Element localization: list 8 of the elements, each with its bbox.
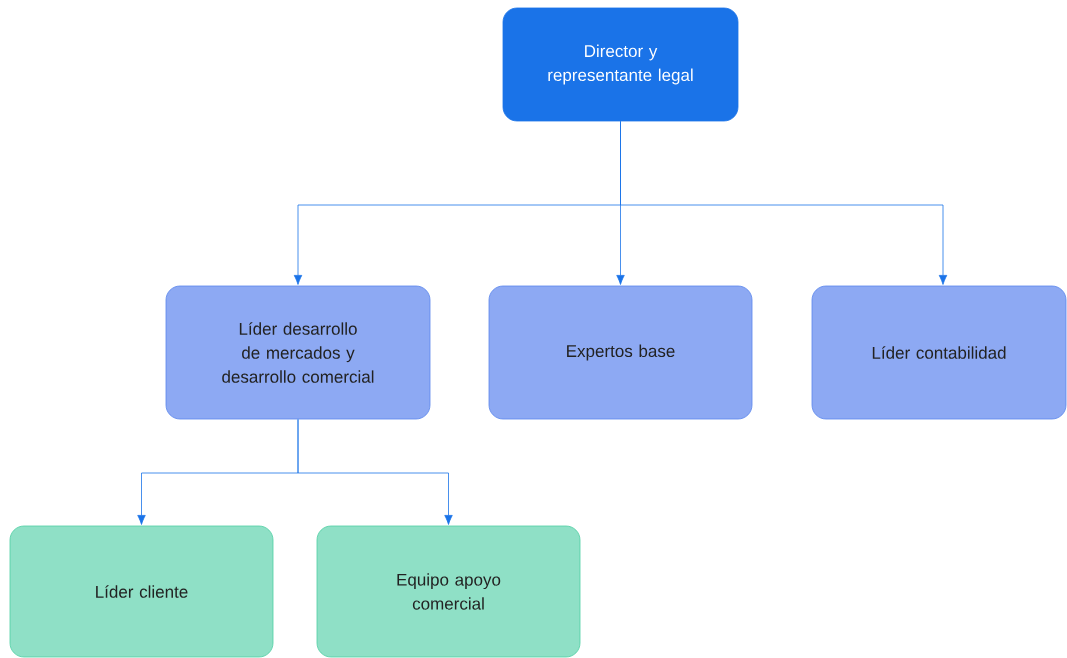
team-box: Líder cliente bbox=[9, 525, 274, 658]
role-box: Líder contabilidad bbox=[811, 285, 1067, 420]
director-box: Director y representante legal bbox=[502, 7, 739, 122]
role-box: Líder desarrollo de mercados y desarrollo comercial bbox=[165, 285, 431, 420]
connector-arrow bbox=[297, 419, 453, 525]
connector-arrow bbox=[620, 121, 948, 285]
team-box: Equipo apoyo comercial bbox=[316, 525, 581, 658]
role-box: Expertos base bbox=[488, 285, 753, 420]
